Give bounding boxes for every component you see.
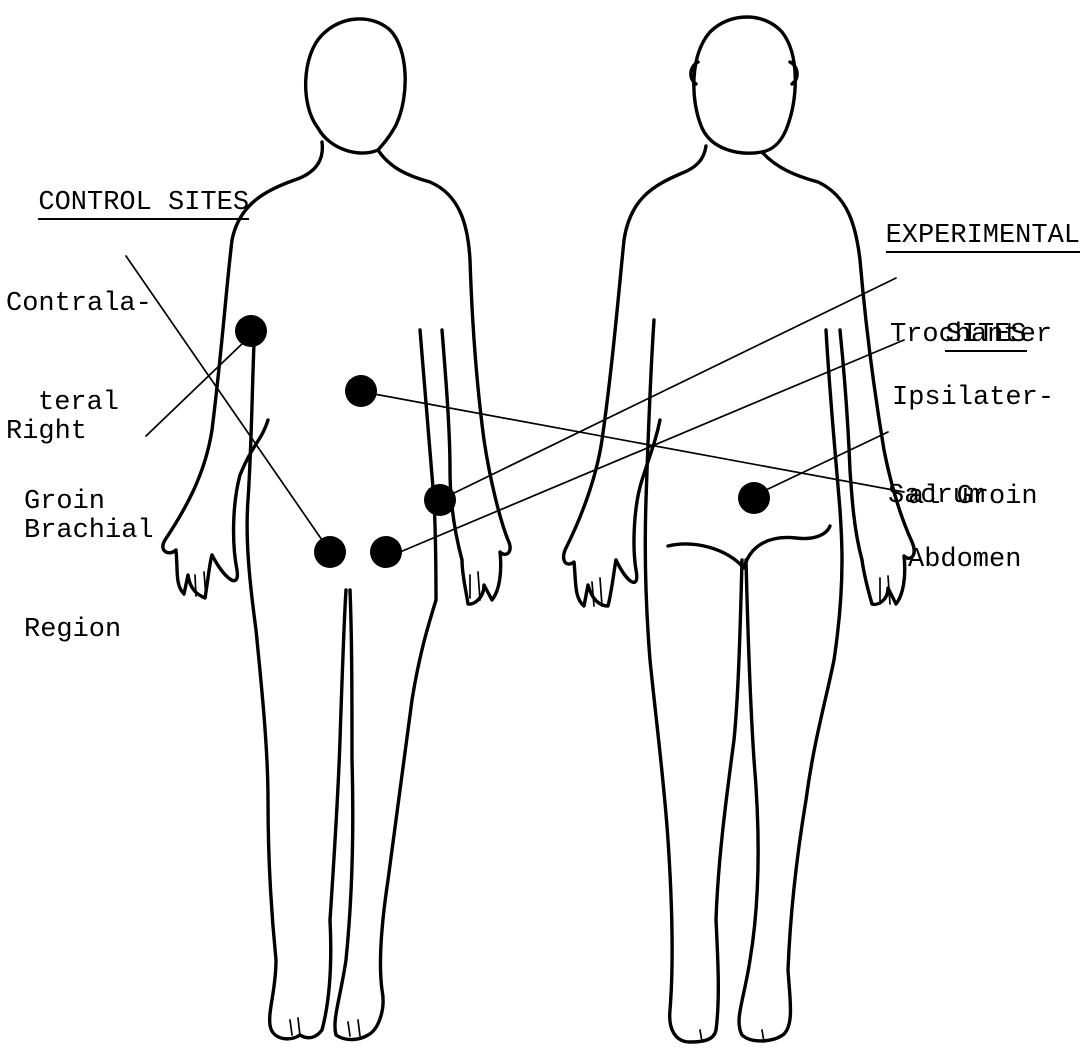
label-line: Abdomen	[908, 544, 1021, 577]
label-abdomen: Abdomen	[908, 478, 1021, 610]
marker-right-brachial	[235, 315, 267, 347]
label-line: Right	[6, 416, 154, 449]
label-line: Brachial	[6, 515, 154, 548]
leader-contralateral-groin	[126, 256, 322, 540]
leader-lines	[126, 256, 904, 552]
leader-sacrum	[766, 432, 888, 490]
marker-abdomen	[345, 375, 377, 407]
marker-ipsilateral-groin	[370, 536, 402, 568]
label-right-brachial-region: Right Brachial Region	[6, 350, 154, 680]
leader-abdomen	[374, 394, 904, 492]
marker-contralateral-groin	[314, 536, 346, 568]
label-line: Contrala-	[6, 288, 152, 321]
marker-trochanter	[424, 484, 456, 516]
control-sites-heading-text: CONTROL SITES	[38, 188, 249, 220]
control-sites-heading: CONTROL SITES	[6, 154, 249, 220]
marker-sacrum	[738, 482, 770, 514]
label-line: Region	[6, 614, 154, 647]
label-line: Ipsilater-	[892, 382, 1054, 415]
experimental-heading-line1: EXPERIMENTAL	[886, 221, 1080, 253]
